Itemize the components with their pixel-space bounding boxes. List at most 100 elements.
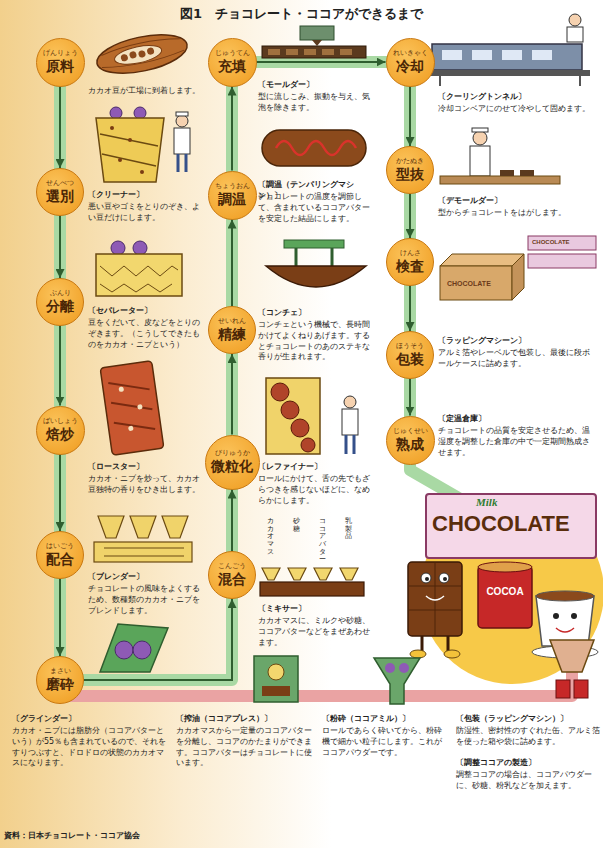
worker-figure <box>178 154 186 172</box>
demolder-worker <box>520 170 534 176</box>
cocoa-pod <box>99 35 185 72</box>
step-heading: 〔クリーナー〕 <box>88 190 200 201</box>
step-name: 冷却 <box>393 58 428 74</box>
step-reading: ぶんり <box>46 290 74 298</box>
flow-arrow <box>409 286 411 331</box>
step-name: 熟成 <box>393 436 428 452</box>
flow-arrow <box>257 61 386 63</box>
carton-box <box>440 254 524 266</box>
refiner-machine <box>342 409 358 435</box>
step-reading: はいごう <box>46 543 74 551</box>
step-reading: れいきゃく <box>393 50 428 58</box>
cocoa-can <box>478 562 532 572</box>
step-reading: ほうそう <box>396 343 424 351</box>
step-description: アルミ箔やレーベルで包装し、最後に段ボールケースに詰めます。 <box>438 348 593 370</box>
step-reading: びりゅうか <box>211 450 253 458</box>
tempering-machine <box>262 130 366 166</box>
step-description: カカオマスに、ミルクや砂糖、ココアバターなどをまぜあわせます。 <box>258 616 376 648</box>
cooling-tunnel <box>442 50 462 60</box>
step-name: 配合 <box>46 551 74 567</box>
cooling-tunnel <box>428 14 590 86</box>
cocoa-press <box>262 686 290 696</box>
demolder-worker <box>470 146 490 176</box>
step-description: ロールであらく砕いてから、粉砕機で細かい粒子にします。これがココアパウダーです。 <box>322 726 448 758</box>
separator-machine <box>100 266 178 276</box>
worker-figure <box>174 128 190 154</box>
chocolate-mascot <box>425 577 429 581</box>
step-reading: じゅうてん <box>215 50 250 58</box>
conche-machine <box>284 240 344 248</box>
process-step-circle: ほうそう包装 <box>386 331 434 379</box>
cocoa-pod <box>138 50 146 58</box>
blender-machine <box>104 548 184 556</box>
roaster-machine <box>100 361 164 455</box>
step-heading: 〔グラインダー〕 <box>12 714 168 725</box>
step-heading: 〔搾油（ココアプレス）〕 <box>176 714 316 725</box>
cocoa-cup <box>536 591 594 601</box>
step-heading: 〔モールダー〕 <box>258 80 376 91</box>
process-step-circle: じゅくせい熟成 <box>386 416 435 465</box>
cleaner-machine <box>100 134 158 166</box>
step-text: せいれん精練 <box>218 318 246 342</box>
mixer-machine <box>340 568 358 580</box>
step-reading: かたぬき <box>396 158 424 166</box>
step-heading: 〔レファイナー〕 <box>258 462 376 473</box>
step-name: 調温 <box>215 191 250 207</box>
separator-machine <box>100 284 172 292</box>
blender-machine <box>94 516 192 562</box>
step-name: 原料 <box>43 58 78 74</box>
package-print: CHOCOLATE <box>532 239 570 246</box>
cocoa-press <box>254 656 298 702</box>
flow-arrow <box>231 220 233 307</box>
molder-machine <box>312 40 322 46</box>
cocoa-mill <box>399 663 409 673</box>
step-description: 型からチョコレートをはがします。 <box>438 208 593 219</box>
chocolate-mascot <box>410 650 426 658</box>
mixer-machine <box>260 568 364 596</box>
blender-machine <box>130 516 156 538</box>
cocoa-pod <box>93 28 190 80</box>
cocoa-filler <box>556 680 570 698</box>
cleaner-machine <box>118 158 122 162</box>
cocoa-pod <box>129 51 137 59</box>
conche-machine <box>266 266 366 287</box>
step-name: 選別 <box>46 188 74 204</box>
step-name: 型抜 <box>396 166 424 182</box>
step-heading: 〔クーリングトンネル〕 <box>438 92 593 103</box>
step-text: びりゅうか微粒化 <box>211 450 253 474</box>
step-text: ちょうおん調温 <box>215 183 250 207</box>
refiner-machine <box>344 396 356 408</box>
step-reading: げんりょう <box>43 50 78 58</box>
process-step-circle: ぶんり分離 <box>36 278 84 326</box>
process-step-circle: れいきゃく冷却 <box>386 38 435 87</box>
molder-machine <box>304 49 316 55</box>
refiner-machine <box>301 438 315 452</box>
refiner-machine <box>346 435 354 454</box>
blender-machine <box>98 516 124 538</box>
step-name: 包装 <box>396 351 424 367</box>
cleaner-machine <box>134 107 146 119</box>
step-reading: けんさ <box>396 250 424 258</box>
flow-arrow <box>59 579 61 656</box>
step-reading: じゅくせい <box>393 428 428 436</box>
cocoa-filler <box>550 640 594 698</box>
cocoa-can <box>478 566 532 628</box>
cocoa-cup <box>571 613 577 619</box>
step-description: コンチェという機械で、長時間かけてよくねりあげます。するとチョコレートのあのステ… <box>258 320 376 363</box>
process-step-circle: はいごう配合 <box>36 531 84 579</box>
step-description: カカオ豆が工場に到着します。 <box>88 86 200 97</box>
flow-arrow <box>409 194 411 238</box>
step-description: 調整ココアの場合は、ココアパウダーに、砂糖、粉乳などを加えます。 <box>456 770 600 792</box>
process-step-circle: まさい磨砕 <box>36 656 84 704</box>
process-step-circle: げんりょう原料 <box>36 38 85 87</box>
grinder-machine <box>100 624 168 672</box>
step-text: ほうそう包装 <box>396 343 424 367</box>
step-text: ばいしょう焙炒 <box>43 418 78 442</box>
cocoa-filler <box>550 640 594 672</box>
step-reading: こんごう <box>218 563 246 571</box>
cleaner-machine <box>110 107 122 119</box>
step-name: 精練 <box>218 326 246 342</box>
molder-machine <box>286 49 298 55</box>
cocoa-cup <box>536 596 594 646</box>
